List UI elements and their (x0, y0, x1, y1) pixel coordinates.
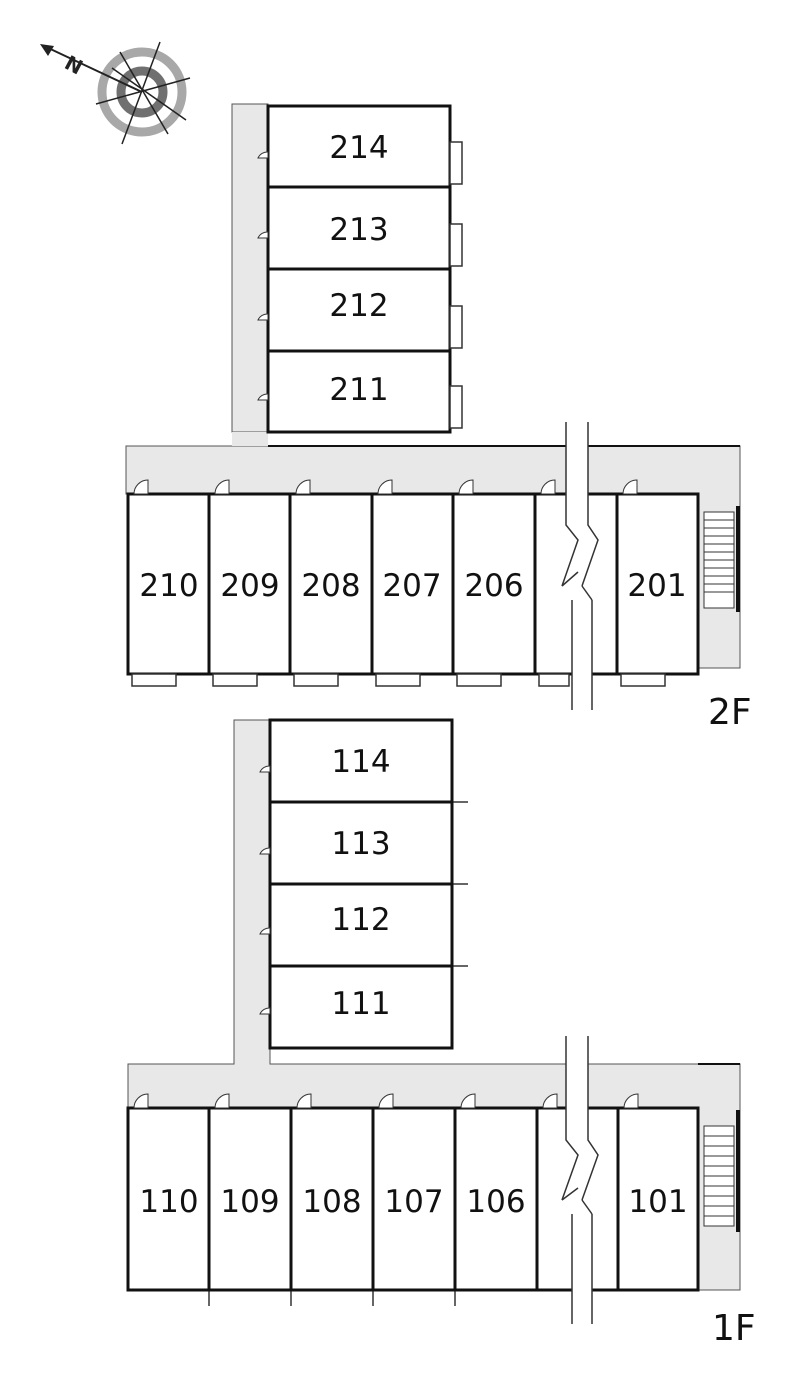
break-line-icon (561, 422, 599, 710)
floor-2f: 214 213 212 211 210 (125, 103, 752, 733)
room-110[interactable]: 110 (126, 1093, 211, 1306)
floor-1f: 114 113 112 111 110 (126, 718, 756, 1349)
room-label: 113 (331, 826, 390, 862)
break-line-icon (561, 1036, 599, 1324)
floor-label-2f: 2F (708, 692, 752, 733)
room-label: 109 (220, 1184, 279, 1220)
room-107[interactable]: 107 (371, 1093, 457, 1306)
room-108[interactable]: 108 (289, 1093, 375, 1306)
room-label: 213 (329, 212, 388, 248)
room-213[interactable]: 213 (257, 185, 463, 271)
room-label: 212 (329, 288, 388, 324)
room-109[interactable]: 109 (207, 1093, 293, 1306)
room-113[interactable]: 113 (259, 800, 468, 886)
room-214[interactable]: 214 (257, 104, 463, 189)
stairs-icon (703, 1110, 740, 1232)
room-label: 106 (466, 1184, 525, 1220)
room-label: 107 (384, 1184, 443, 1220)
room-label: 214 (329, 130, 388, 166)
room-211[interactable]: 211 (257, 349, 463, 434)
room-label: 108 (302, 1184, 361, 1220)
floor-label-1f: 1F (712, 1308, 756, 1349)
room-label: 208 (301, 568, 360, 604)
room-label: 111 (331, 986, 390, 1022)
room-label: 207 (382, 568, 441, 604)
room-label: 209 (220, 568, 279, 604)
room-106[interactable]: 106 (453, 1093, 539, 1292)
room-201[interactable]: 201 (615, 479, 700, 687)
room-label: 101 (628, 1184, 687, 1220)
room-label: 112 (331, 902, 390, 938)
compass-rose-icon: N (40, 41, 191, 145)
room-210[interactable]: 210 (126, 479, 211, 687)
stairs-icon (703, 506, 740, 612)
room-208[interactable]: 208 (288, 479, 374, 687)
room-114[interactable]: 114 (259, 718, 468, 804)
room-label: 211 (329, 372, 388, 408)
room-label: 201 (627, 568, 686, 604)
room-label: 110 (139, 1184, 198, 1220)
room-207[interactable]: 207 (370, 479, 455, 687)
room-label: 114 (331, 744, 390, 780)
room-112[interactable]: 112 (259, 882, 468, 968)
room-label: 206 (464, 568, 523, 604)
room-209[interactable]: 209 (207, 479, 292, 687)
room-101[interactable]: 101 (616, 1093, 700, 1292)
room-212[interactable]: 212 (257, 267, 463, 353)
room-label: 210 (139, 568, 198, 604)
room-206[interactable]: 206 (451, 479, 537, 687)
room-111[interactable]: 111 (259, 964, 454, 1050)
